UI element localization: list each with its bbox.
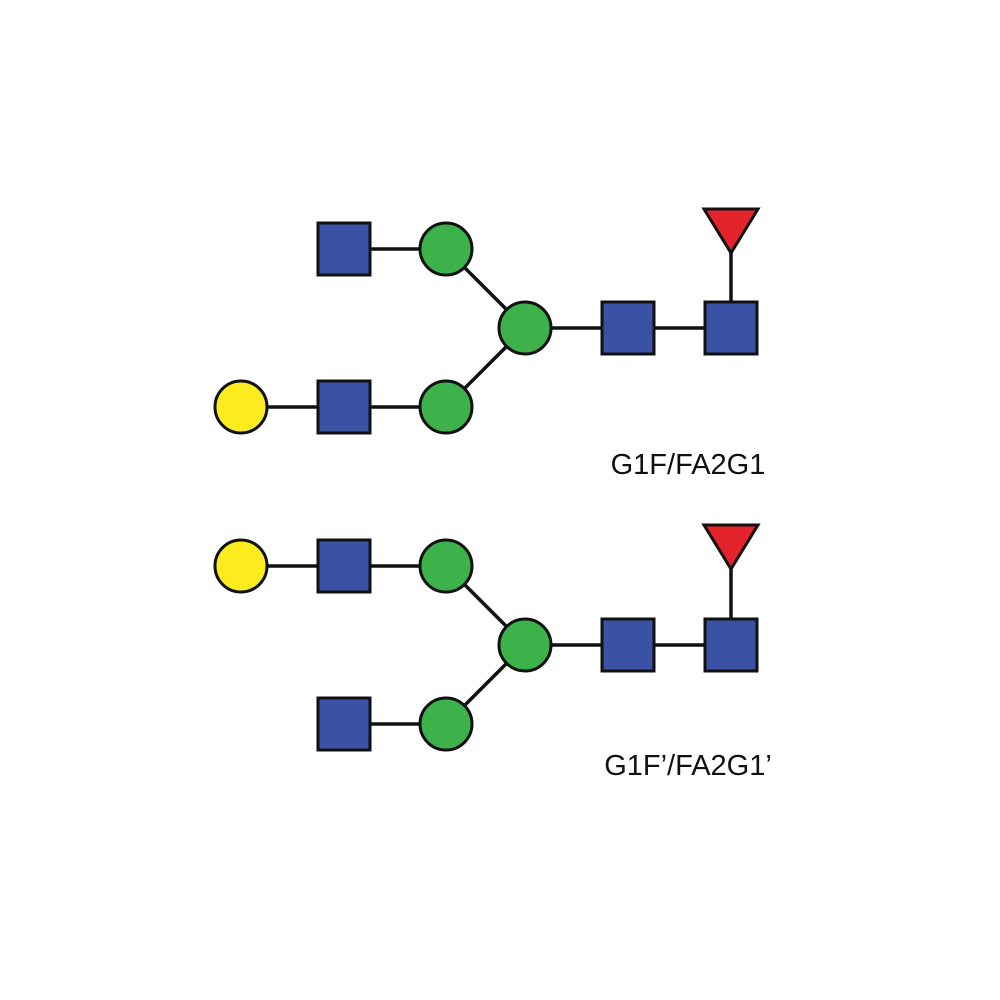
gal-circle-gal-lower <box>213 379 269 435</box>
glcnac-square-nac2 <box>703 300 759 356</box>
glycan-1-label: G1F’/FA2G1’ <box>604 750 772 782</box>
glycan-g1f-prime-fa2g1-prime: G1F’/FA2G1’ <box>213 523 772 782</box>
man-circle-man-upper <box>418 538 474 594</box>
man-circle-man-upper <box>418 221 474 277</box>
glcnac-square-nac-upper <box>316 221 372 277</box>
fuc-triangle-fuc <box>701 523 761 572</box>
man-circle-man-core <box>497 300 553 356</box>
glcnac-square-nac-lower <box>316 379 372 435</box>
glycan-0-label: G1F/FA2G1 <box>611 449 766 481</box>
glycan-1-residues <box>213 523 761 752</box>
glcnac-square-nac1 <box>600 300 656 356</box>
glcnac-square-nac2 <box>703 617 759 673</box>
glycan-0-residues <box>213 207 761 435</box>
man-circle-man-lower <box>418 379 474 435</box>
glycan-g1f-fa2g1: G1F/FA2G1 <box>213 207 766 481</box>
man-circle-man-lower <box>418 696 474 752</box>
glcnac-square-nac-upper <box>316 538 372 594</box>
man-circle-man-core <box>497 617 553 673</box>
fuc-triangle-fuc <box>701 207 761 256</box>
glcnac-square-nac1 <box>600 617 656 673</box>
glcnac-square-nac-lower <box>316 696 372 752</box>
gal-circle-gal-upper <box>213 538 269 594</box>
